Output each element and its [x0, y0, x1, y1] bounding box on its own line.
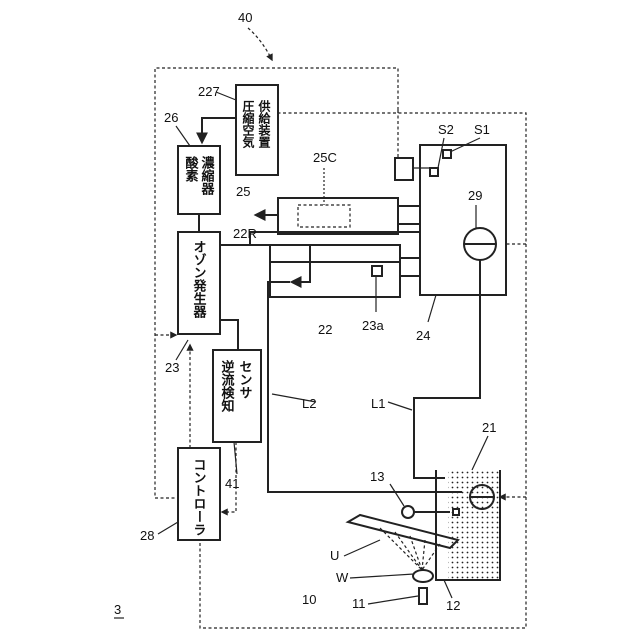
ozone-generator: オゾン発生器 23: [165, 232, 220, 375]
unit-25-ref: 25: [236, 184, 250, 199]
backflow-ref: 41: [225, 476, 239, 491]
compressed-air-label-2: 供給装置: [257, 99, 271, 148]
oxygen-ref: 26: [164, 110, 178, 125]
line-l1-label: L1: [371, 396, 385, 411]
basin-ref: 12: [446, 598, 460, 613]
unit-22-ref: 22: [318, 322, 332, 337]
controller: コントローラ 28: [140, 448, 220, 543]
backflow-label-1: 逆流検知: [219, 359, 235, 413]
tank-24-ref: 24: [416, 328, 430, 343]
line-l2-label: L2: [302, 396, 316, 411]
unit-25c-ref: 25C: [313, 150, 337, 165]
ozone-ref: 23: [165, 360, 179, 375]
backflow-label-2: センサ: [237, 360, 253, 399]
unit-22r-ref: 22R: [233, 226, 257, 241]
system-ref: 40: [238, 10, 252, 25]
water-ref: W: [336, 570, 349, 585]
pump-29-ref: 29: [468, 188, 482, 203]
compressed-air-ref: 227: [198, 84, 220, 99]
oxygen-label-1: 酸素: [183, 155, 199, 183]
controller-label: コントローラ: [191, 458, 206, 536]
figure-label: 3: [114, 602, 121, 617]
controller-ref: 28: [140, 528, 154, 543]
sensor-23a-ref: 23a: [362, 318, 384, 333]
oxygen-label-2: 濃縮器: [199, 155, 216, 196]
compressed-air-label-1: 圧縮空気: [241, 100, 255, 149]
sensor-s2: S2: [438, 122, 454, 137]
unit-22: 22R 22 23a: [220, 226, 420, 337]
user-ref: U: [330, 548, 339, 563]
tank-21-ref: 21: [482, 420, 496, 435]
valve-13-ref: 13: [370, 469, 384, 484]
washer-ref: 10: [302, 592, 316, 607]
oxygen-concentrator: 酸素 濃縮器 26: [164, 110, 220, 214]
sensor-s1: S1: [474, 122, 490, 137]
tank-21: 21: [436, 420, 500, 580]
ozone-label: オゾン発生器: [191, 240, 208, 319]
nozzle-ref: 11: [352, 596, 366, 611]
